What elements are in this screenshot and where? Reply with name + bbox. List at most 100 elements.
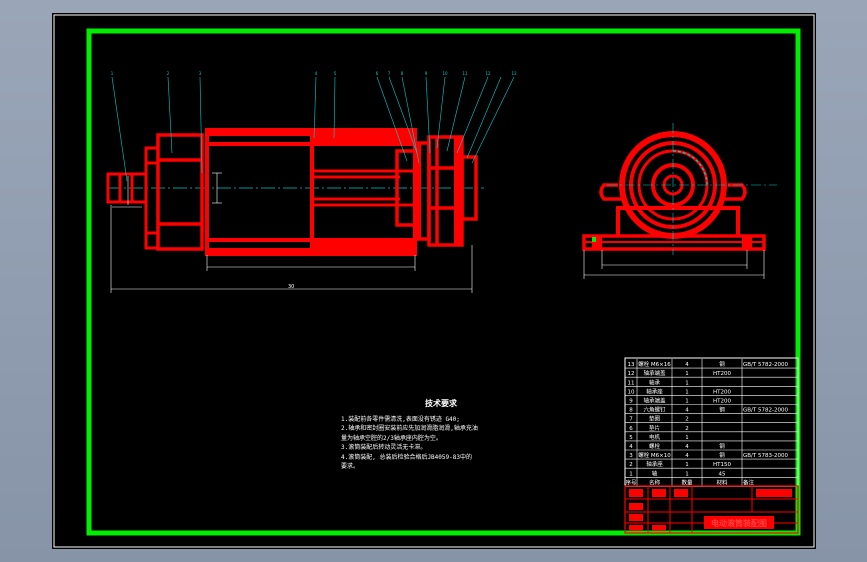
parts-cell: 轴承端盖 bbox=[643, 397, 666, 405]
parts-cell: 8 bbox=[629, 408, 633, 414]
parts-cell: 轴承座 bbox=[646, 387, 663, 395]
parts-cell: GB/T 5783-2000 bbox=[743, 453, 788, 459]
left-end-cap bbox=[144, 146, 160, 250]
parts-cell: 钢 bbox=[719, 451, 725, 459]
drum-body bbox=[205, 128, 417, 256]
parts-cell: 1 bbox=[685, 371, 689, 377]
parts-cell: 螺栓 M6×16 bbox=[638, 360, 671, 368]
parts-cell: 10 bbox=[628, 389, 635, 395]
parts-cell: 钢 bbox=[719, 406, 725, 414]
part-balloon: 6 bbox=[376, 71, 379, 76]
parts-cell: HT200 bbox=[713, 389, 731, 395]
parts-cell: 45 bbox=[719, 471, 726, 477]
parts-cell: 螺栓 M6×10 bbox=[638, 451, 671, 459]
parts-cell: GB/T 5782-2000 bbox=[743, 362, 788, 368]
side-dimensions bbox=[583, 250, 765, 279]
requirement-line: 1.装配前各零件需清洗,表面没有锈迹 G40; bbox=[341, 415, 460, 423]
parts-cell: HT200 bbox=[713, 399, 731, 405]
parts-cell: 钢 bbox=[719, 442, 725, 450]
overall-dimensions bbox=[110, 205, 473, 293]
left-base-bolt bbox=[592, 235, 602, 249]
parts-cell: 6 bbox=[629, 426, 633, 432]
drum-shell-bottom bbox=[207, 248, 312, 254]
part-balloon: 11 bbox=[462, 71, 468, 76]
part-balloon: 9 bbox=[425, 71, 428, 76]
parts-cell: 7 bbox=[629, 417, 633, 423]
parts-cell: 六角螺钉 bbox=[643, 406, 666, 414]
requirement-line: 量为轴承空腔的2/3轴承座内腔为空。 bbox=[341, 434, 442, 442]
part-balloon: 7 bbox=[388, 71, 391, 76]
part-balloon: 3 bbox=[199, 71, 202, 76]
leader-lines bbox=[111, 76, 515, 182]
right-base-bolt bbox=[742, 235, 752, 249]
part-balloon: 13 bbox=[511, 71, 517, 76]
requirement-line: 2.轴承和密封圈安装前应先加润滑脂润滑,轴承充油 bbox=[341, 425, 478, 432]
right-bearing-assembly bbox=[395, 135, 478, 247]
parts-cell: 2 bbox=[629, 462, 633, 468]
parts-cell: 1 bbox=[685, 399, 689, 405]
left-lug bbox=[599, 183, 622, 201]
parts-cell: 轴承 bbox=[649, 378, 661, 386]
parts-header-cell: 名称 bbox=[649, 478, 661, 486]
parts-cell: 轴承端盖 bbox=[643, 369, 666, 377]
parts-cell: GB/T 5782-2000 bbox=[743, 408, 788, 414]
parts-cell: 4 bbox=[685, 408, 689, 414]
technical-requirements-title: 技术要求 bbox=[425, 399, 457, 408]
left-bearing-housing bbox=[156, 133, 204, 251]
parts-cell: 1 bbox=[685, 389, 689, 395]
parts-cell: 13 bbox=[628, 362, 635, 368]
drum-wall-top bbox=[312, 130, 415, 142]
outer-border bbox=[53, 14, 815, 548]
part-balloon: 1 bbox=[111, 71, 114, 76]
drum-wall-bottom bbox=[312, 242, 415, 254]
parts-cell: 4 bbox=[685, 453, 689, 459]
part-balloon: 8 bbox=[401, 71, 404, 76]
parts-header-cell: 序号 bbox=[625, 478, 637, 486]
part-balloon: 2 bbox=[167, 71, 170, 76]
right-lug bbox=[724, 183, 747, 201]
parts-cell: 2 bbox=[685, 417, 689, 423]
title-block bbox=[624, 485, 799, 534]
side-view bbox=[582, 123, 777, 279]
parts-cell: 4 bbox=[685, 444, 689, 450]
title-text-block bbox=[704, 516, 774, 529]
parts-cell: 电机 bbox=[649, 433, 661, 441]
parts-cell: 4 bbox=[685, 362, 689, 368]
parts-cell: HT150 bbox=[713, 462, 731, 468]
parts-cell: 1 bbox=[629, 471, 633, 477]
part-balloon: 10 bbox=[442, 71, 448, 76]
parts-cell: 3 bbox=[629, 453, 633, 459]
drawing-frame bbox=[86, 28, 801, 536]
flange-section bbox=[415, 143, 421, 239]
parts-cell: 4 bbox=[629, 444, 633, 450]
parts-cell: 1 bbox=[685, 435, 689, 441]
part-balloon: 4 bbox=[315, 71, 318, 76]
part-balloon: 12 bbox=[485, 71, 491, 76]
parts-header-cell: 材料 bbox=[716, 478, 728, 486]
parts-cell: 轴承座 bbox=[646, 460, 663, 468]
parts-cell: 垫片 bbox=[649, 424, 660, 432]
parts-cell: 5 bbox=[629, 435, 633, 441]
drawing-title: 电动滚筒装配图 bbox=[711, 518, 767, 528]
drum-shell-top bbox=[207, 130, 312, 136]
parts-cell: HT200 bbox=[713, 371, 731, 377]
parts-cell: 1 bbox=[685, 462, 689, 468]
parts-cell: 2 bbox=[685, 426, 689, 432]
parts-cell: 9 bbox=[629, 399, 633, 405]
parts-cell: 钢 bbox=[719, 360, 725, 368]
end-cap-section bbox=[454, 137, 462, 245]
requirement-line: 4.滚筒装配, 总装后检验合格后JB4059-83中的 bbox=[341, 453, 472, 461]
requirement-line: 3.滚筒装配后转动灵活无卡滞。 bbox=[341, 444, 427, 451]
parts-cell: 螺栓 bbox=[649, 442, 661, 450]
requirement-line: 要求。 bbox=[341, 463, 360, 470]
parts-cell: 11 bbox=[628, 380, 635, 386]
pedestal bbox=[616, 206, 740, 236]
parts-cell: 1 bbox=[685, 471, 689, 477]
parts-cell: 轴 bbox=[652, 469, 658, 477]
